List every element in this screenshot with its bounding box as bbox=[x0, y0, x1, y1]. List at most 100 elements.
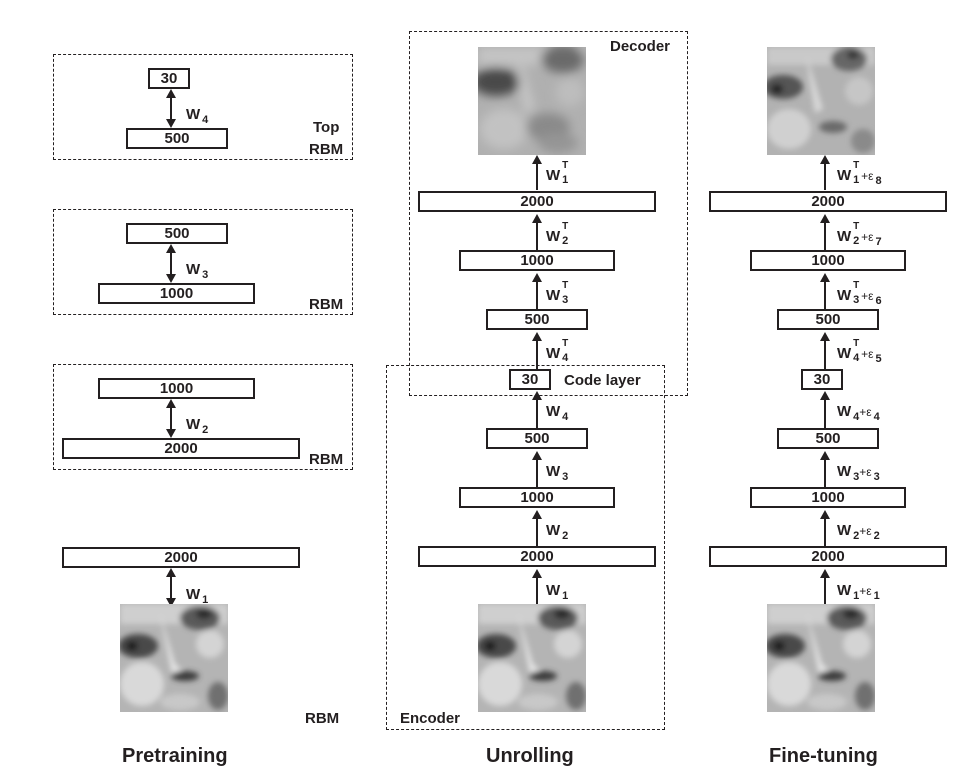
encoder-layer-1000: 1000 bbox=[459, 487, 615, 508]
decoder-layer-500: 500 bbox=[486, 309, 588, 330]
arrow-down-icon bbox=[166, 274, 176, 283]
connection-w1 bbox=[536, 577, 538, 604]
arrow-up-icon bbox=[166, 568, 176, 577]
stage-title-finetuning: Fine-tuning bbox=[769, 745, 878, 767]
rbm1-layer-2000: 2000 bbox=[62, 547, 300, 568]
connection-w4t-eps5 bbox=[824, 340, 826, 369]
arrow-down-icon bbox=[166, 119, 176, 128]
decoder-layer-1000: 1000 bbox=[459, 250, 615, 271]
rbm3-layer-500: 500 bbox=[126, 223, 228, 244]
decoder-label: Decoder bbox=[610, 38, 671, 55]
arrow-up-icon bbox=[820, 391, 830, 400]
top-rbm-label-2: RBM bbox=[309, 141, 344, 158]
rbm2-layer-2000: 2000 bbox=[62, 438, 300, 459]
encoder-layer-2000: 2000 bbox=[418, 546, 656, 567]
connection-w2 bbox=[536, 518, 538, 546]
code-layer-label: Code layer bbox=[564, 372, 641, 389]
arrow-up-icon bbox=[532, 451, 542, 460]
arrow-up-icon bbox=[820, 451, 830, 460]
arrow-up-icon bbox=[820, 214, 830, 223]
encoder-layer-500: 500 bbox=[486, 428, 588, 449]
rbm2-box bbox=[53, 364, 353, 470]
connection-w1t bbox=[536, 164, 538, 190]
connection-w4-eps4 bbox=[824, 399, 826, 428]
rbm3-layer-1000: 1000 bbox=[98, 283, 255, 304]
arrow-up-icon bbox=[166, 399, 176, 408]
arrow-up-icon bbox=[820, 510, 830, 519]
input-face-image bbox=[767, 604, 875, 712]
decoder-box bbox=[409, 31, 688, 396]
arrow-up-icon bbox=[532, 273, 542, 282]
rbm2-label: RBM bbox=[309, 451, 344, 468]
rbm1-connection bbox=[170, 575, 172, 601]
arrow-up-icon bbox=[820, 273, 830, 282]
connection-w3t-eps6 bbox=[824, 281, 826, 309]
top-rbm-label: Top bbox=[313, 119, 340, 136]
finetune-decoder-layer-500: 500 bbox=[777, 309, 879, 330]
reconstructed-face-image bbox=[478, 47, 586, 155]
rbm3-connection bbox=[170, 251, 172, 277]
connection-w3t bbox=[536, 281, 538, 309]
connection-w2t-eps7 bbox=[824, 222, 826, 250]
input-face-image bbox=[120, 604, 228, 712]
stage-title-pretraining: Pretraining bbox=[122, 745, 228, 767]
arrow-up-icon bbox=[532, 391, 542, 400]
finetune-code-layer-30: 30 bbox=[801, 369, 843, 390]
finetuned-face bbox=[767, 47, 875, 155]
face-image bbox=[120, 604, 228, 712]
rbm4-connection bbox=[170, 96, 172, 122]
input-face-image bbox=[478, 604, 586, 712]
finetune-decoder-layer-1000: 1000 bbox=[750, 250, 906, 271]
rbm1-label: RBM bbox=[305, 710, 340, 727]
arrow-up-icon bbox=[532, 214, 542, 223]
connection-w2t bbox=[536, 222, 538, 250]
connection-w4 bbox=[536, 399, 538, 428]
connection-w1t-eps8 bbox=[824, 164, 826, 190]
finetuned-face-image bbox=[767, 47, 875, 155]
reconstructed-face bbox=[478, 47, 586, 155]
top-rbm-box bbox=[53, 54, 353, 160]
arrow-up-icon bbox=[532, 569, 542, 578]
arrow-up-icon bbox=[166, 244, 176, 253]
stage-title-unrolling: Unrolling bbox=[486, 745, 574, 767]
rbm2-connection bbox=[170, 406, 172, 432]
connection-w2-eps2 bbox=[824, 518, 826, 546]
encoder-label: Encoder bbox=[400, 710, 461, 727]
connection-w1-eps1 bbox=[824, 577, 826, 604]
face-image bbox=[767, 604, 875, 712]
arrow-up-icon bbox=[820, 569, 830, 578]
encoder-box bbox=[386, 365, 665, 730]
finetune-encoder-layer-500: 500 bbox=[777, 428, 879, 449]
connection-w4t bbox=[536, 340, 538, 369]
arrow-up-icon bbox=[820, 332, 830, 341]
arrow-down-icon bbox=[166, 429, 176, 438]
code-layer-30: 30 bbox=[509, 369, 551, 390]
finetune-decoder-layer-2000: 2000 bbox=[709, 191, 947, 212]
arrow-up-icon bbox=[820, 155, 830, 164]
arrow-down-icon bbox=[166, 598, 176, 607]
rbm4-layer-30: 30 bbox=[148, 68, 190, 89]
arrow-up-icon bbox=[166, 89, 176, 98]
decoder-layer-2000: 2000 bbox=[418, 191, 656, 212]
rbm3-box bbox=[53, 209, 353, 315]
finetune-encoder-layer-2000: 2000 bbox=[709, 546, 947, 567]
connection-w3-eps3 bbox=[824, 459, 826, 487]
